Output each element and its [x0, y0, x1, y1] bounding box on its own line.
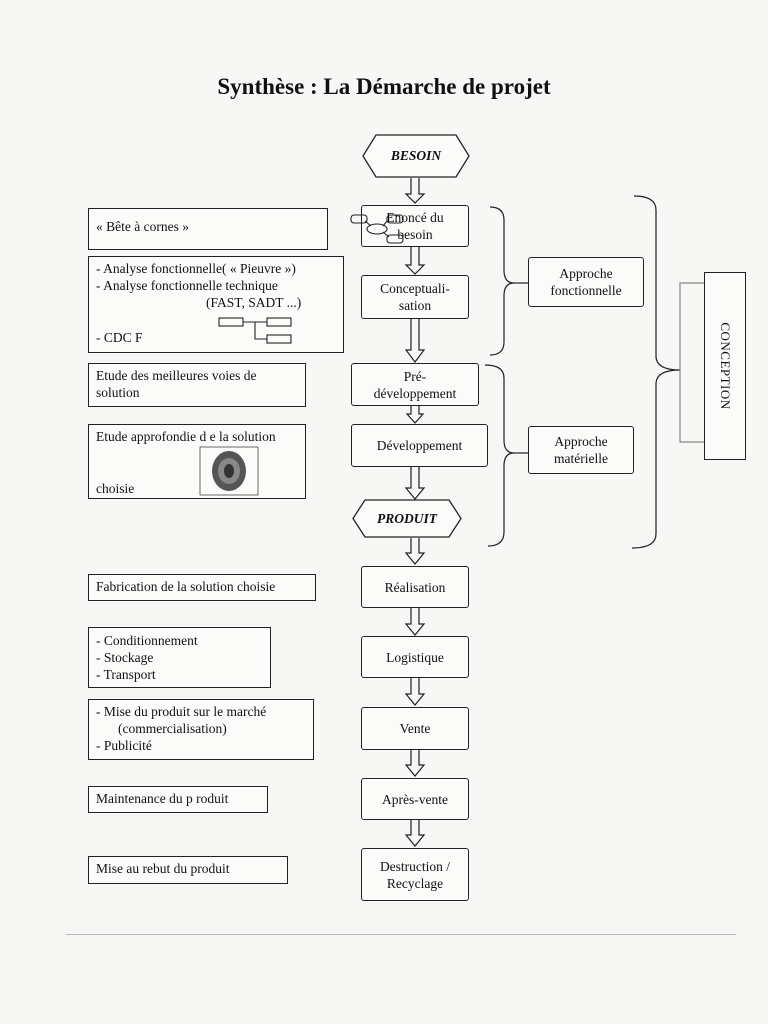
conceptualisation-box: Conceptuali-sation — [361, 275, 469, 319]
solution-object-icon — [199, 446, 259, 496]
fabrication-box: Fabrication de la solution choisie — [88, 574, 316, 601]
enonce-line-2: besoin — [397, 227, 433, 242]
fast-diagram-icon — [218, 317, 292, 344]
conception-label: CONCEPTION — [718, 322, 733, 410]
besoin-label: BESOIN — [390, 148, 442, 163]
developpement-box: Développement — [351, 424, 488, 467]
flow-arrow — [404, 608, 426, 636]
approche-materielle-box: Approche matérielle — [528, 426, 634, 474]
etude-voies-box: Etude des meilleures voies de solution — [88, 363, 306, 407]
approche-materielle-line-1: Approche — [554, 434, 608, 449]
bete-a-cornes-diagram-icon — [350, 214, 404, 244]
apres-vente-box: Après-vente — [361, 778, 469, 820]
besoin-hexagon: BESOIN — [362, 134, 470, 178]
destruction-line-1: Destruction / — [379, 858, 451, 874]
fabrication-label: Fabrication de la solution choisie — [96, 579, 276, 594]
brace-conception — [631, 195, 681, 549]
brace-fonctionnelle — [489, 206, 515, 356]
produit-label: PRODUIT — [377, 510, 437, 526]
approche-fonctionnelle-line-1: Approche — [559, 266, 613, 281]
etude-approfondie-line-2: choisie — [96, 481, 135, 496]
approche-materielle-line-2: matérielle — [554, 451, 608, 466]
flow-arrow — [405, 406, 425, 424]
logistique-details-box: - Conditionnement - Stockage - Transport — [88, 627, 271, 688]
destruction-box: Destruction /Recyclage — [361, 848, 469, 901]
rebut-label: Mise au rebut du produit — [96, 861, 230, 876]
enonce-line-1: Enoncé du — [386, 210, 444, 225]
flow-arrow — [404, 820, 426, 847]
etude-voies-line-1: Etude des meilleures voies de — [96, 368, 257, 383]
flow-arrow — [404, 467, 426, 500]
vente-box: Vente — [361, 707, 469, 750]
predeveloppement-box: Pré-développement — [351, 363, 479, 406]
predeveloppement-line-2: développement — [373, 385, 457, 401]
stockage-item: - Stockage — [96, 650, 154, 665]
bete-a-cornes-box: « Bête à cornes » — [88, 208, 404, 250]
maintenance-label: Maintenance du p roduit — [96, 791, 229, 806]
flow-arrow — [404, 750, 426, 777]
enonce-box: Enoncé du besoin — [361, 205, 469, 247]
realisation-label: Réalisation — [384, 579, 446, 595]
brace-materielle — [484, 364, 515, 547]
predeveloppement-line-1: Pré- — [403, 368, 427, 384]
logistique-label: Logistique — [386, 649, 444, 665]
conception-box: CONCEPTION — [704, 272, 746, 460]
flow-arrow — [404, 178, 426, 204]
logistique-box: Logistique — [361, 636, 469, 678]
maintenance-box: Maintenance du p roduit — [88, 786, 268, 813]
bete-a-cornes-label: « Bête à cornes » — [96, 219, 189, 234]
publicite-item: - Publicité — [96, 738, 152, 753]
apres-vente-label: Après-vente — [382, 791, 448, 807]
conceptualisation-line-2: sation — [398, 298, 432, 313]
analyse-line-3: (FAST, SADT ...) — [206, 295, 302, 310]
developpement-label: Développement — [376, 438, 463, 453]
etude-approfondie-line-1: Etude approfondie d e la solution — [96, 429, 276, 444]
approche-fonctionnelle-box: Approche fonctionnelle — [528, 257, 644, 307]
flow-arrow — [404, 678, 426, 706]
analyse-line-1: - Analyse fonctionnelle( « Pieuvre ») — [96, 261, 296, 276]
flow-arrow — [404, 538, 426, 565]
etude-voies-line-2: solution — [96, 385, 140, 400]
transport-item: - Transport — [96, 667, 156, 682]
etude-approfondie-box: Etude approfondie d e la solution choisi… — [88, 424, 306, 499]
vente-label: Vente — [399, 721, 431, 736]
footer-divider — [66, 934, 736, 935]
marche-line-1: - Mise du produit sur le marché — [96, 704, 267, 719]
approche-fonctionnelle-line-2: fonctionnelle — [550, 283, 622, 298]
realisation-box: Réalisation — [361, 566, 469, 608]
conditionnement-item: - Conditionnement — [96, 633, 198, 648]
analyse-line-2: - Analyse fonctionnelle technique — [96, 278, 278, 293]
flow-arrow — [404, 247, 426, 275]
produit-hexagon: PRODUIT — [352, 499, 462, 538]
analyse-fonctionnelle-box: - Analyse fonctionnelle( « Pieuvre ») - … — [88, 256, 344, 353]
page-title: Synthèse : La Démarche de projet — [217, 74, 551, 99]
marche-box: - Mise du produit sur le marché (commerc… — [88, 699, 314, 760]
analyse-line-4: - CDC F — [96, 330, 143, 345]
flow-arrow — [404, 319, 426, 363]
conceptualisation-line-1: Conceptuali- — [380, 281, 450, 296]
marche-line-2: (commercialisation) — [118, 721, 227, 736]
rebut-box: Mise au rebut du produit — [88, 856, 288, 884]
destruction-line-2: Recyclage — [386, 875, 444, 891]
